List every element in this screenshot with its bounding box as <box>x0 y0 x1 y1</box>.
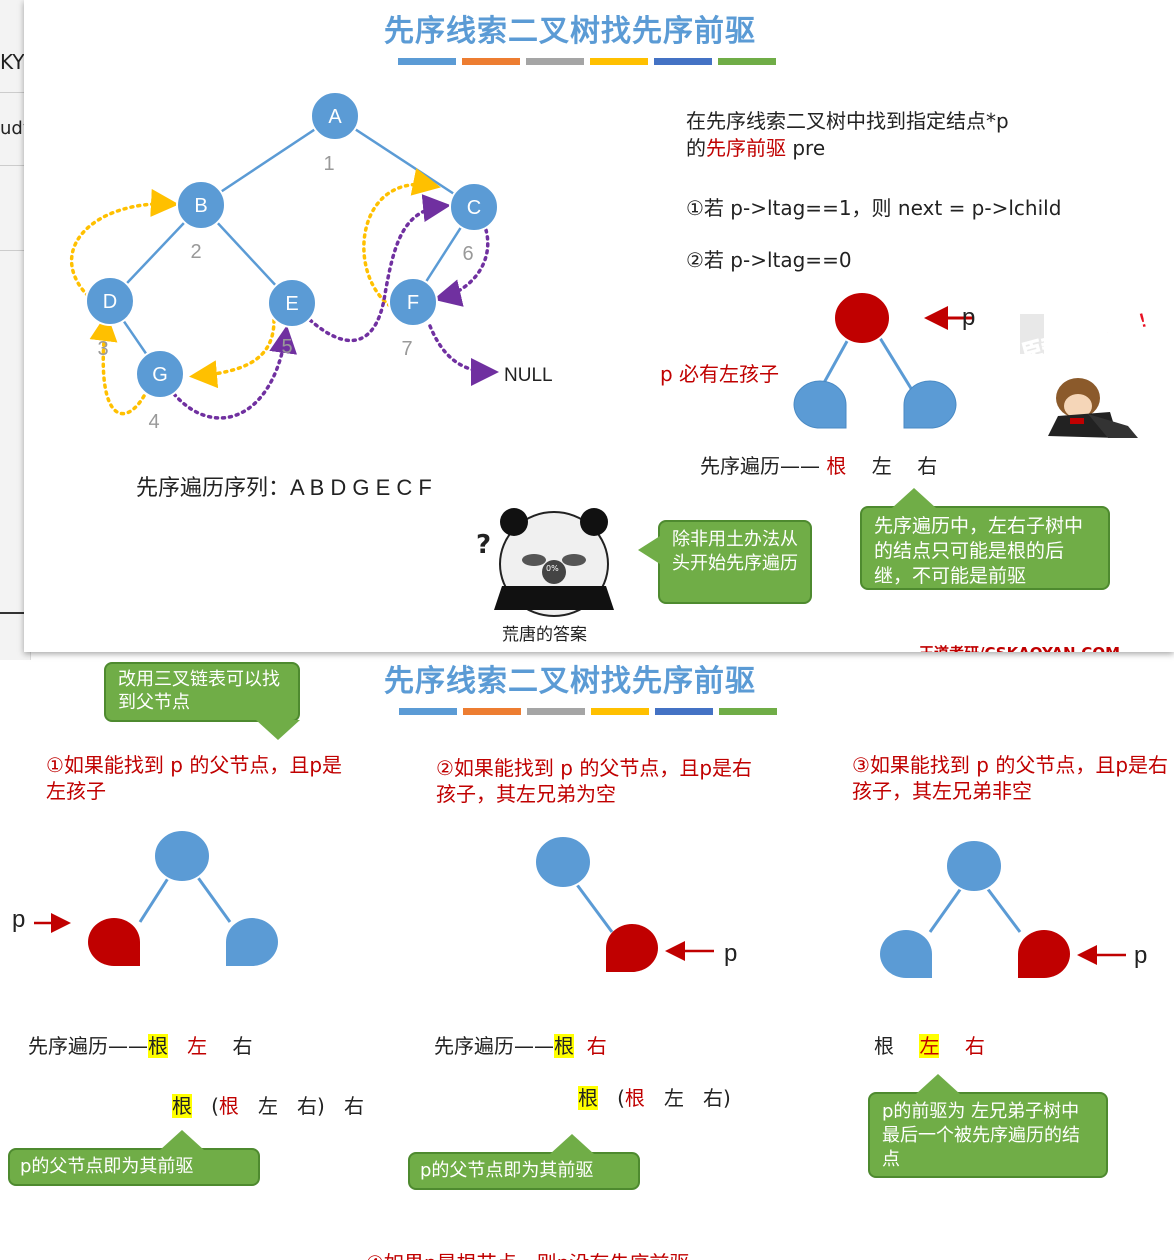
right-subtree-node <box>904 381 956 428</box>
color-segment <box>591 708 649 715</box>
null-label: NULL <box>504 365 553 386</box>
order-number: 2 <box>190 241 201 263</box>
node-label: A <box>328 106 342 128</box>
sequence-line: 先序遍历序列：A B D G E C F <box>136 470 432 502</box>
order-number: 7 <box>401 338 412 360</box>
order-number: 1 <box>323 153 334 175</box>
node-label: E <box>285 293 298 315</box>
case-1-traversal-line-2: 根 (根 左 右) 右 <box>172 1090 364 1119</box>
order-number: 6 <box>462 243 473 265</box>
left-subtree-node <box>794 381 846 428</box>
case-4-heading-partial: ④如果p是根节点，则p没有先序前驱 <box>366 1250 689 1260</box>
meme-percent: 0% <box>546 564 559 573</box>
color-segment <box>399 708 457 715</box>
case-2-tree <box>500 820 740 980</box>
small-tree-diagram <box>764 280 1014 440</box>
color-segment <box>718 58 776 65</box>
note-bubble-trident: 改用三叉链表可以找到父节点 <box>104 662 300 722</box>
divider <box>0 612 26 614</box>
order-number: 4 <box>148 411 159 433</box>
case-3-traversal-line: 根 左 右 <box>874 1030 985 1059</box>
order-number: 3 <box>97 338 108 360</box>
slide-1: 先序线索二叉树找先序前驱 <box>24 0 1174 652</box>
node-label: C <box>467 197 481 219</box>
note-bubble-preorder: 先序遍历中，左右子树中的结点只可能是根的后继，不可能是前驱 <box>860 506 1110 590</box>
panda-meme: ? 0% 荒唐的答案 <box>472 500 628 642</box>
case-1-text: ①若 p->ltag==1，则 next = p->lchild <box>686 192 1061 221</box>
p-node <box>1018 930 1070 978</box>
left-sibling-node <box>880 930 932 978</box>
case-1-tree <box>0 820 300 980</box>
p-node <box>88 918 140 966</box>
parent-node <box>946 840 1002 892</box>
p-label: p <box>724 940 737 968</box>
case-1-traversal-line-1: 先序遍历——根 左 右 <box>28 1030 253 1059</box>
case-2-heading: ②如果能找到 p 的父节点，且p是右孩子，其左兄弟为空 <box>436 755 766 807</box>
color-segment <box>719 708 777 715</box>
node-label: D <box>103 291 117 313</box>
p-label: p <box>962 304 975 332</box>
must-left-child-text: p 必有左孩子 <box>660 358 779 387</box>
p-label: p <box>12 906 25 934</box>
node-label: F <box>407 292 419 314</box>
color-segment <box>655 708 713 715</box>
sequence-label: 先序遍历序列： <box>136 476 290 501</box>
order-number: 5 <box>281 336 292 358</box>
color-segment <box>527 708 585 715</box>
threaded-tree-diagram: A B C D E F G 1 2 3 4 5 6 7 NULL <box>24 0 664 460</box>
crying-girl-sticker: 臣妾做不到啊! <box>1018 306 1168 446</box>
traversal-order-line: 先序遍历—— 根 左 右 <box>700 450 937 479</box>
node-label: B <box>194 195 207 217</box>
p-node <box>606 924 658 972</box>
case-1-heading: ①如果能找到 p 的父节点，且p是左孩子 <box>46 752 346 804</box>
case-2-traversal-line-1: 先序遍历——根 右 <box>434 1030 607 1059</box>
right-sibling-node <box>226 918 278 966</box>
p-node <box>834 292 890 344</box>
footer-watermark: 王道考研/CSKAOYAN.COM <box>919 642 1120 652</box>
parent-node <box>154 830 210 882</box>
sequence-value: A B D G E C F <box>290 475 432 500</box>
description-line-2: 的先序前驱 pre <box>686 132 825 161</box>
slide-title-2: 先序线索二叉树找先序前驱 <box>384 656 756 700</box>
title-color-bar-2 <box>399 708 777 715</box>
question-mark: ? <box>476 530 491 560</box>
p-label: p <box>1134 942 1147 970</box>
case-3-note: p的前驱为 左兄弟子树中最后一个被先序遍历的结点 <box>868 1092 1108 1178</box>
note-bubble-brute-force: 除非用土办法从头开始先序遍历 <box>658 520 812 604</box>
case-3-tree <box>860 826 1160 986</box>
absurd-answer-caption: 荒唐的答案 <box>502 620 587 645</box>
background-text-fragment: KY <box>0 50 25 74</box>
parent-node <box>535 836 591 888</box>
case-2-traversal-line-2: 根 (根 左 右) <box>578 1082 731 1111</box>
color-segment <box>463 708 521 715</box>
case-2-note: p的父节点即为其前驱 <box>408 1152 640 1190</box>
case-3-heading: ③如果能找到 p 的父节点，且p是右孩子，其左兄弟非空 <box>852 752 1174 804</box>
case-2-text: ②若 p->ltag==0 <box>686 244 852 273</box>
node-label: G <box>152 364 168 386</box>
description-line-1: 在先序线索二叉树中找到指定结点*p <box>686 105 1009 134</box>
case-1-note: p的父节点即为其前驱 <box>8 1148 260 1186</box>
